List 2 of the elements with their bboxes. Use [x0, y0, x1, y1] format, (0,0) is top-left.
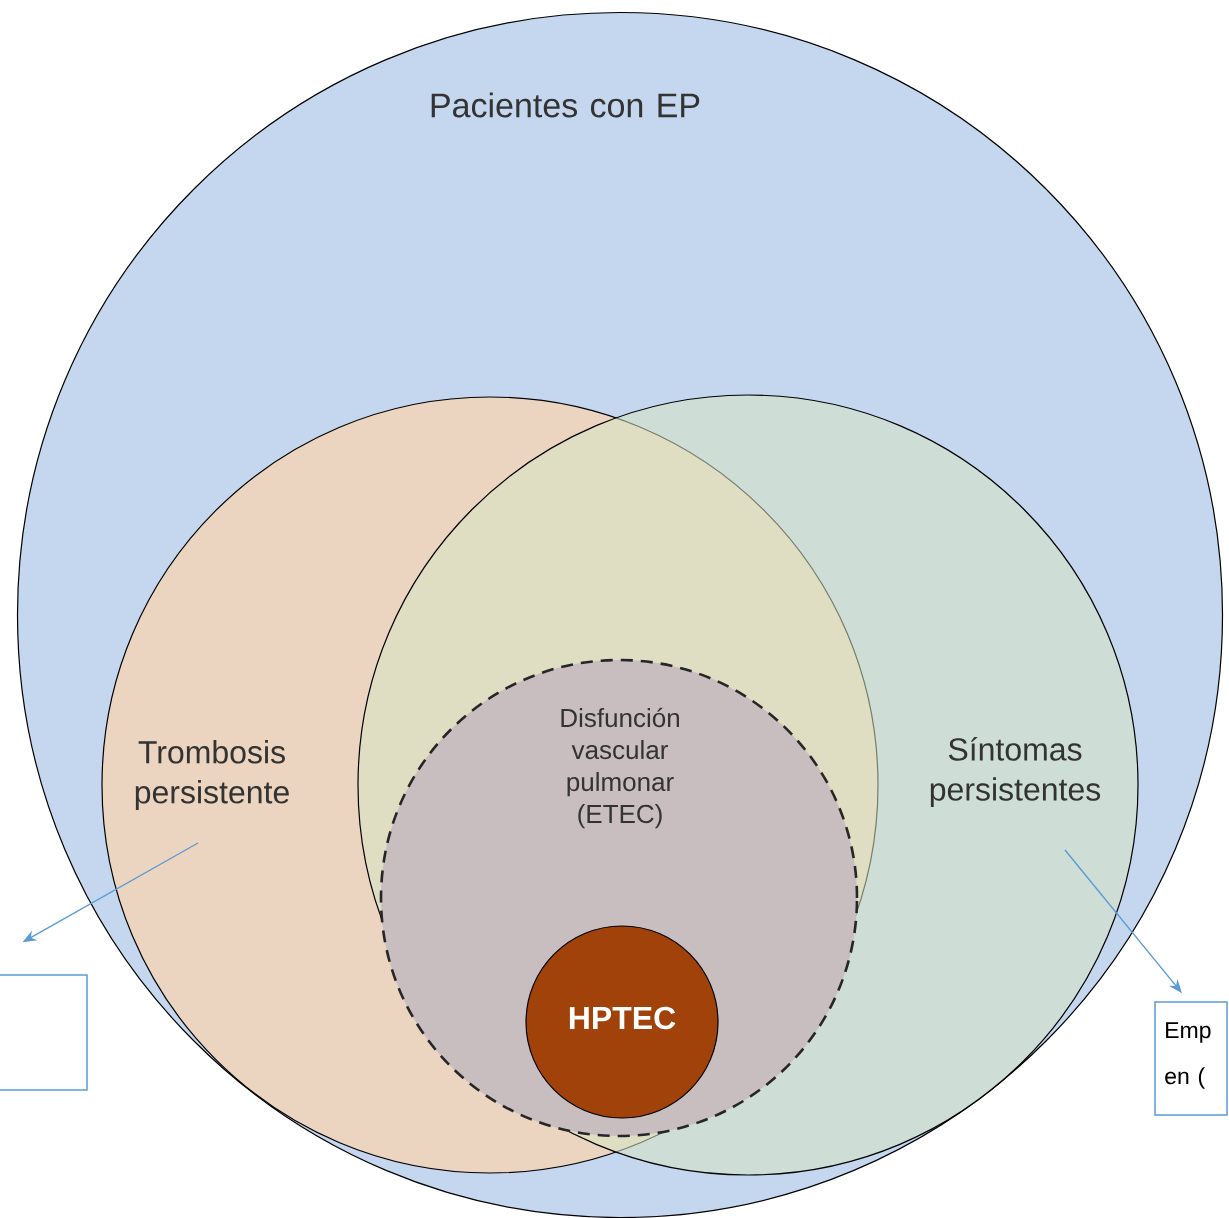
empty-box [0, 974, 88, 1091]
text-box: Emp en ( [1154, 1001, 1228, 1116]
